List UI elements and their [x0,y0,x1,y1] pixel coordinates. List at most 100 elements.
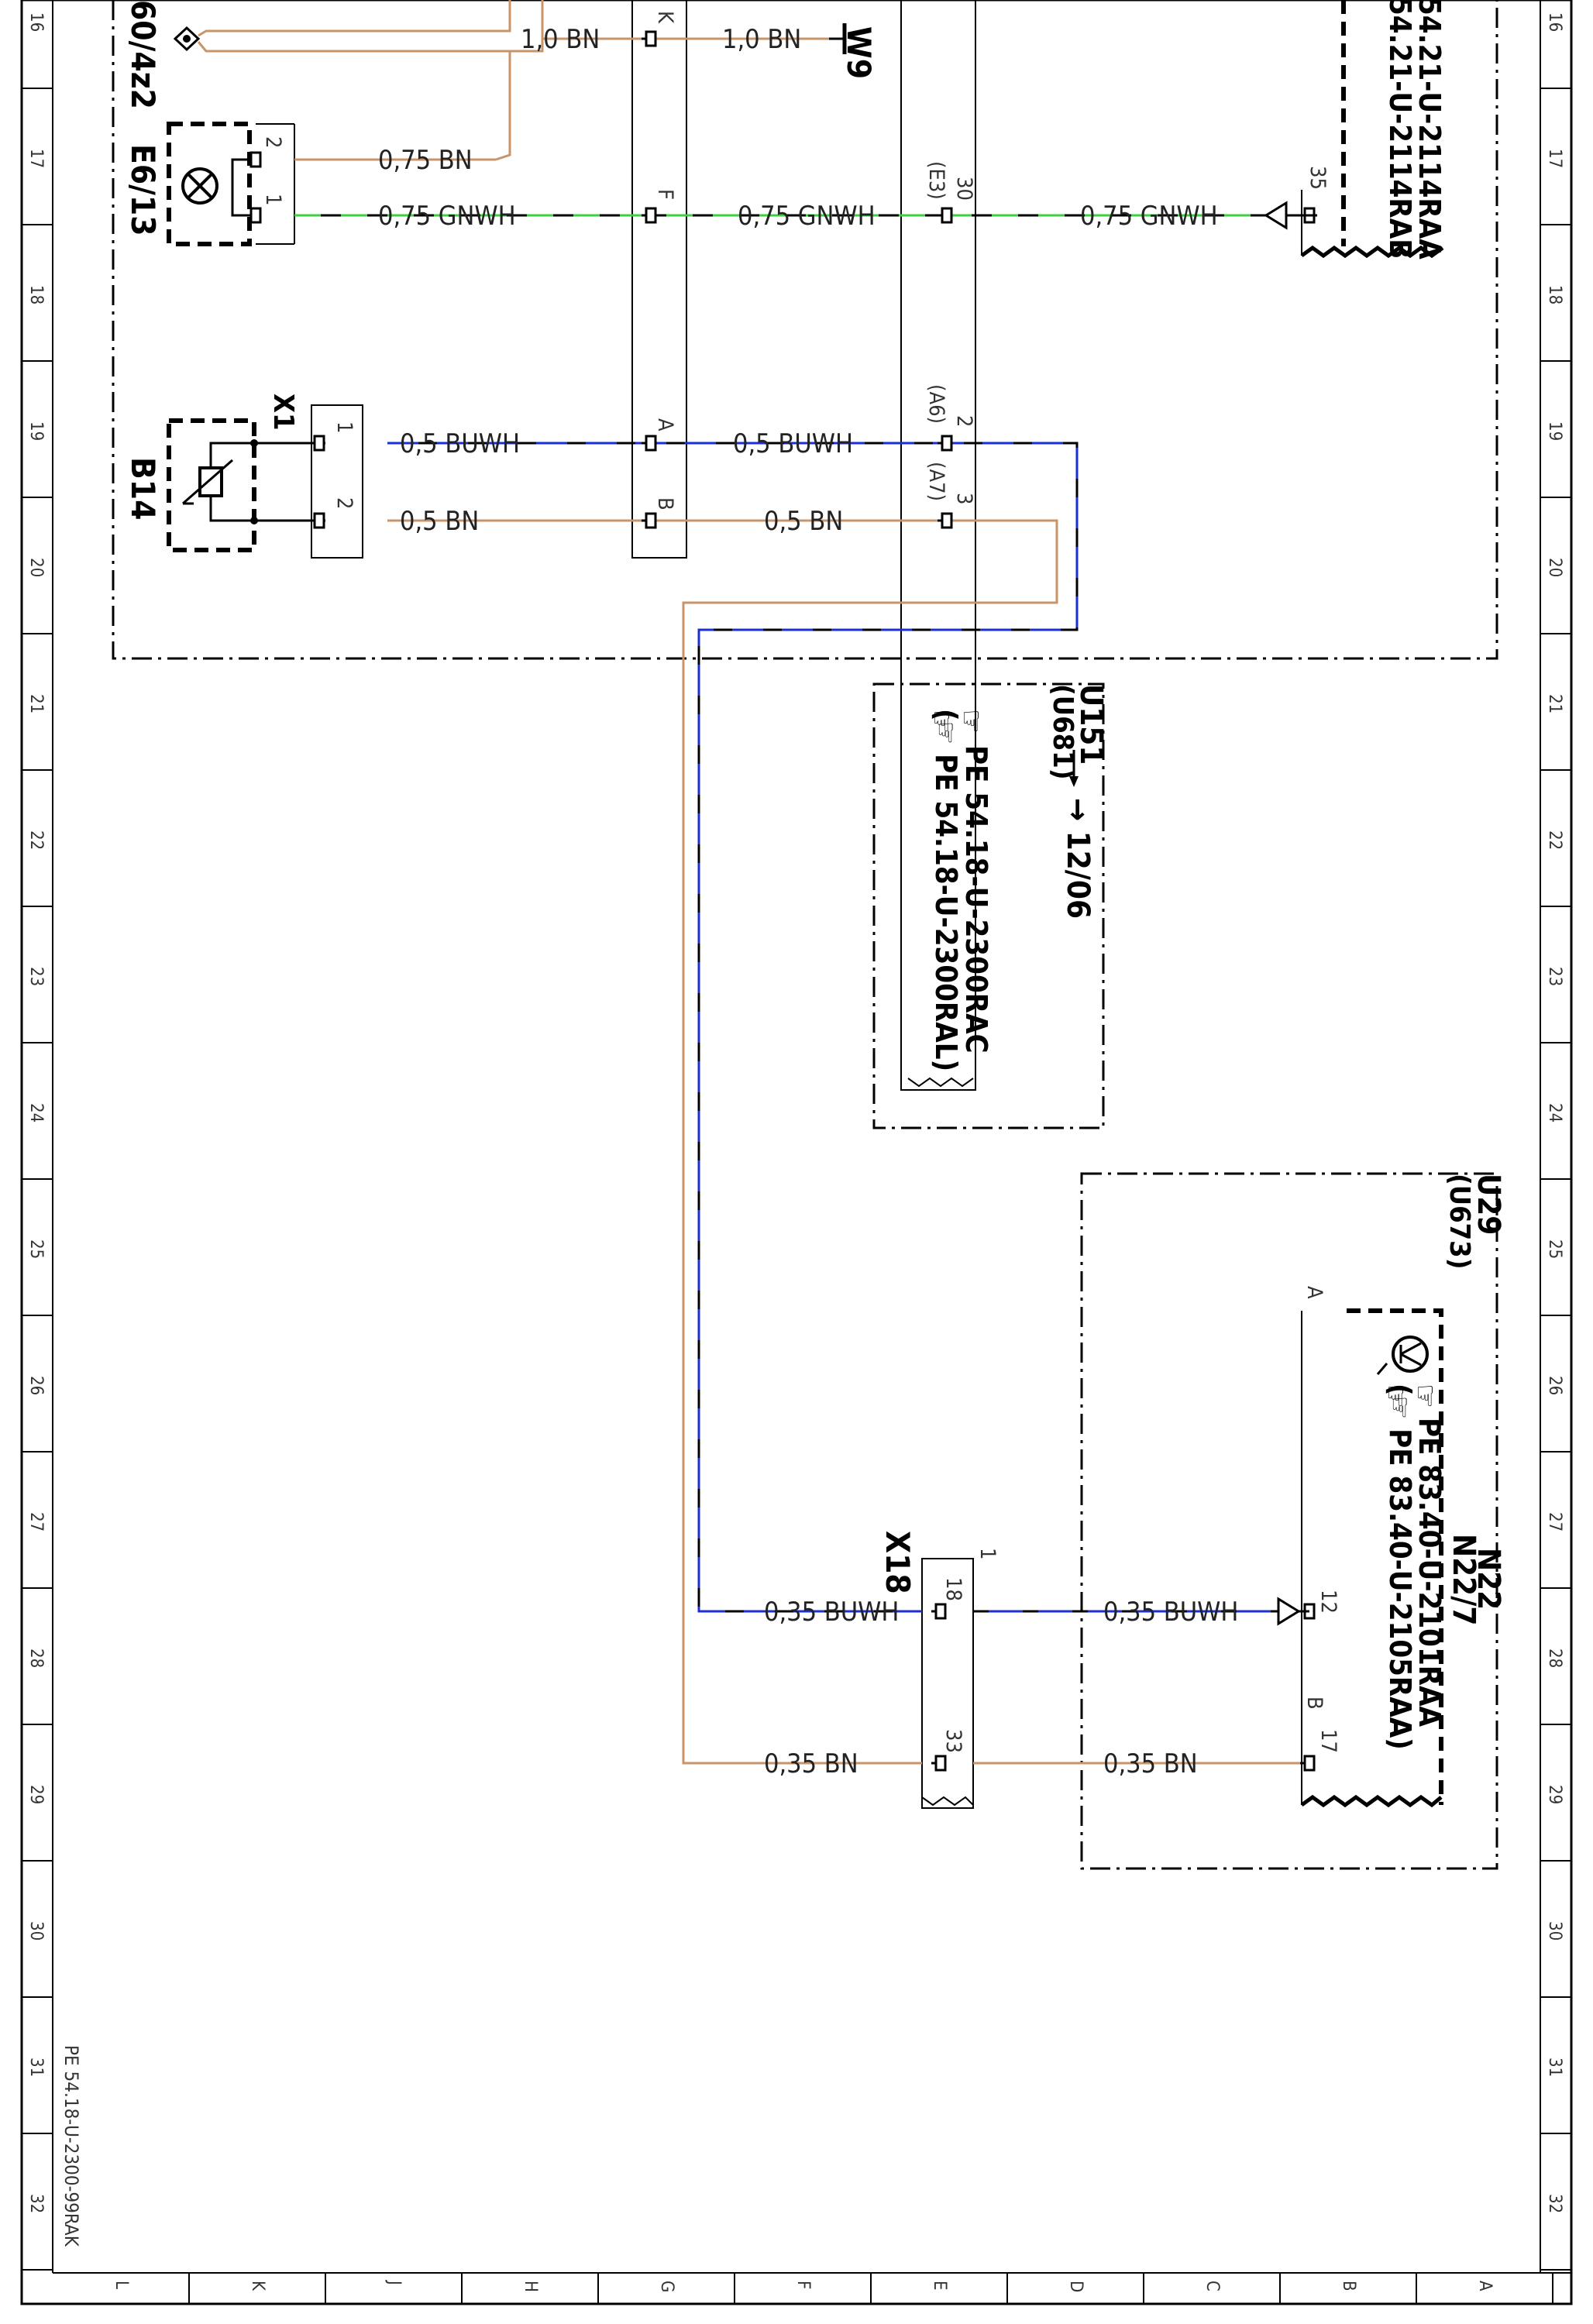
pe-hand-icon: ☞ [1378,1384,1413,1408]
pin-label: 2 [952,415,976,427]
wire-label: 1,0 BN [521,24,600,55]
ruler-row-number: 25 [1545,1239,1564,1259]
a60-label: 60/4z2 [124,0,162,109]
pin-label: (A7) [924,462,948,501]
terminal-pin [941,512,953,529]
u29-box [1080,1172,1498,1870]
terminal-pin [313,435,325,452]
pe-hand-icon: ☞ [953,709,989,734]
ruler-row-number: 27 [1545,1512,1564,1532]
u151-box [872,682,1105,1129]
n22-sub-label: N22/7 [1446,1534,1481,1625]
ruler-column-letter: A [1475,2281,1495,2291]
enclosures [112,0,1498,1870]
zigzag-break-top-right [1300,245,1444,259]
terminals [246,30,1316,1772]
wire-a60-upper-brown [198,0,511,37]
pin-label: 3 [952,493,976,504]
ruler-row-number: 24 [1545,1103,1564,1122]
ruler-column-letter: C [1202,2281,1222,2291]
terminal-pin [645,207,657,224]
output-triangle-icon [1264,201,1288,230]
sensor-icon [1392,1336,1429,1373]
ruler-row-number: 24 [26,1103,46,1122]
sensor-icon-tick [1376,1363,1388,1375]
pin-labels: 2 1 K F A B 30 (E3) 2 (A6) 3 (A7) 1 2 35… [261,11,1340,1753]
ruler-column-letter: D [1066,2281,1086,2292]
ruler-row-number: 18 [26,285,46,304]
ruler-row-number: 16 [1545,12,1564,32]
pin-label: A [1302,1286,1326,1299]
outer-border [20,0,1573,2305]
input-triangle-icon [1277,1597,1301,1626]
ruler-column-letter: B [1339,2281,1358,2291]
wire-labels: 1,0 BN 1,0 BN 0,75 BN 0,75 GNWH 0,75 GNW… [378,24,1238,1779]
footer-drawing-ref: PE 54.18-U-2300-99RAK [60,2045,82,2247]
connector-housing-x1-g [631,0,687,559]
pin-label: 12 [1316,1590,1340,1614]
u151-pe-ref-1: PE 54.18-U-2300RAC [959,745,993,1054]
wires [197,0,1302,1765]
wire-label: 1,0 BN [722,24,801,55]
wire-075bn-drop [495,51,511,161]
u151-ref-label: (U681) [1047,684,1079,780]
u151-pe-ref-2: (☞ PE 54.18-U-2300RAL) [929,709,963,1071]
ruler-row-number: 31 [1545,2058,1564,2077]
pin-label: 17 [1316,1729,1340,1753]
terminal-pin [249,207,262,224]
lamp-icon-cross-b [187,173,213,199]
ruler-row-number: 25 [26,1239,46,1259]
wire-label: 0,75 GNWH [738,201,876,232]
pin-label: 1 [261,194,285,205]
ruler-row-number: 21 [26,694,46,713]
u151-arrow-head [1069,776,1079,787]
u29-ref-label: (U673) [1443,1174,1475,1270]
zigzag-break-u151 [907,1077,974,1088]
ruler-row-number: 21 [1545,694,1564,713]
wire-a60-lower-brown [197,0,544,53]
terminal-pin [313,512,325,529]
sensor-icon-emitter [1400,1353,1422,1367]
wire-label: 0,5 BUWH [733,428,853,459]
e6-component-box [167,122,252,246]
ruler-row-number: 30 [1545,1921,1564,1941]
sensor-icon-collector [1400,1342,1422,1356]
terminal-pin [1303,1755,1316,1772]
ruler-row-number: 32 [26,2194,46,2213]
ruler-row-number: 22 [1545,830,1564,850]
terminal-pin [645,512,657,529]
main-enclosure-box [112,0,1498,660]
ruler-row-number: 20 [26,558,46,577]
ruler-column-letter: L [112,2281,131,2289]
u29-label: U29 [1471,1174,1506,1235]
b14-junction-1 [250,439,258,447]
u151-label: U151 [1073,684,1109,765]
connector-housing-x18 [921,1558,974,1809]
wire-label: 0,35 BUWH [764,1597,899,1628]
u151-arrow-target: → 12/06 [1060,798,1096,919]
terminal-pin [645,435,657,452]
ruler-row-number: 19 [26,421,46,441]
ruler-row-number: 31 [26,2058,46,2077]
ruler-column-letter: G [657,2281,676,2292]
terminal-pin [941,435,953,452]
top-right-pe-ref-2: 54.21-U-2114RAB [1383,0,1417,259]
w9-label: W9 [840,26,878,79]
wire-label: 0,75 GNWH [378,201,516,232]
pe-hand-icon: ☞ [924,709,959,734]
harness-housing-e [900,0,976,1091]
pin-label: 35 [1306,166,1330,190]
ruler-row-number: 23 [26,967,46,986]
b14-wire-top [209,442,254,468]
terminal-pin [249,151,262,168]
b14-wire-bottom [209,496,254,522]
component-labels: 60/4z2 W9 E6/13 B14 X1 X18 1 U151 (U681)… [60,0,1506,2247]
wire-label: 0,5 BN [764,506,843,537]
pin-label: 30 [952,177,976,201]
pin-label: 1 [332,421,356,433]
ruler-column-letter: J [384,2279,404,2285]
thermistor-icon-slash [182,459,233,505]
